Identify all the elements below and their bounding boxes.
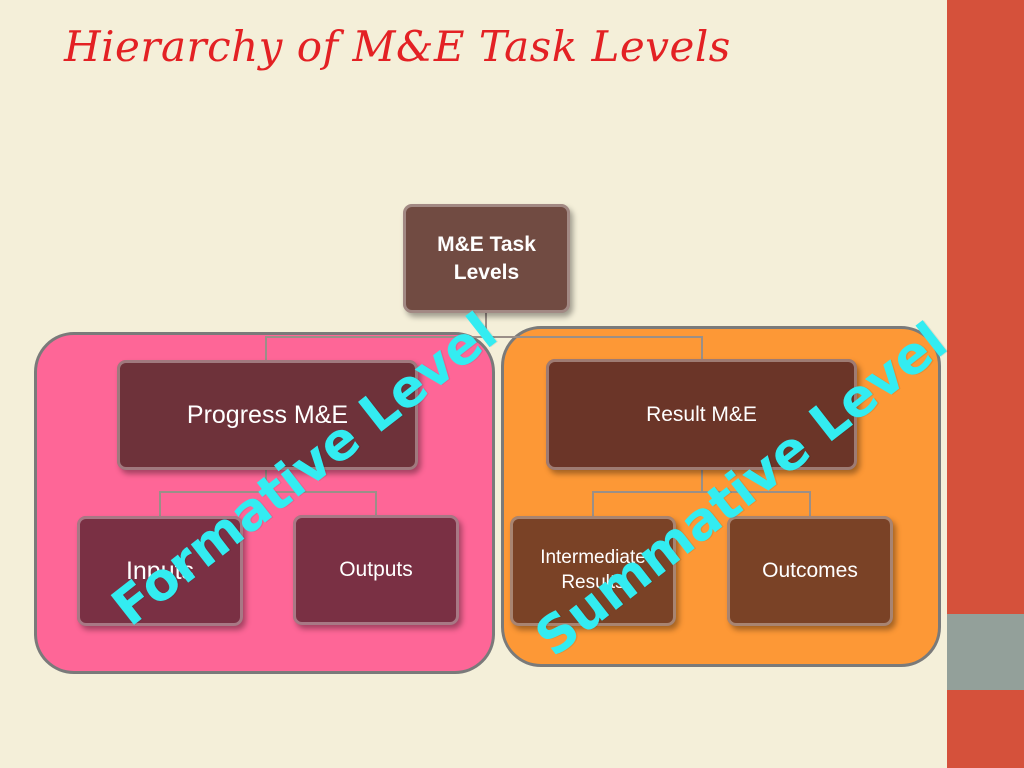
node-result-me: Result M&E [546,359,857,470]
connector-result-intermediate [592,470,703,516]
connector-result-outcomes [702,491,811,516]
side-strip-middle [947,614,1024,690]
node-progress-me: Progress M&E [117,360,418,470]
slide-title: Hierarchy of M&E Task Levels [64,22,731,71]
node-intermediate-results: Intermediate Results [510,516,676,626]
node-outcomes: Outcomes [727,516,893,626]
connector-root-result [486,336,703,359]
node-me-task-levels: M&E Task Levels [403,204,570,313]
connector-progress-inputs [159,470,267,516]
side-strip-bottom [947,690,1024,768]
connector-root-progress [265,313,487,360]
node-outputs: Outputs [293,515,459,625]
node-inputs: Inputs [77,516,243,626]
connector-progress-outputs [266,491,377,515]
side-strip-top [947,0,1024,614]
